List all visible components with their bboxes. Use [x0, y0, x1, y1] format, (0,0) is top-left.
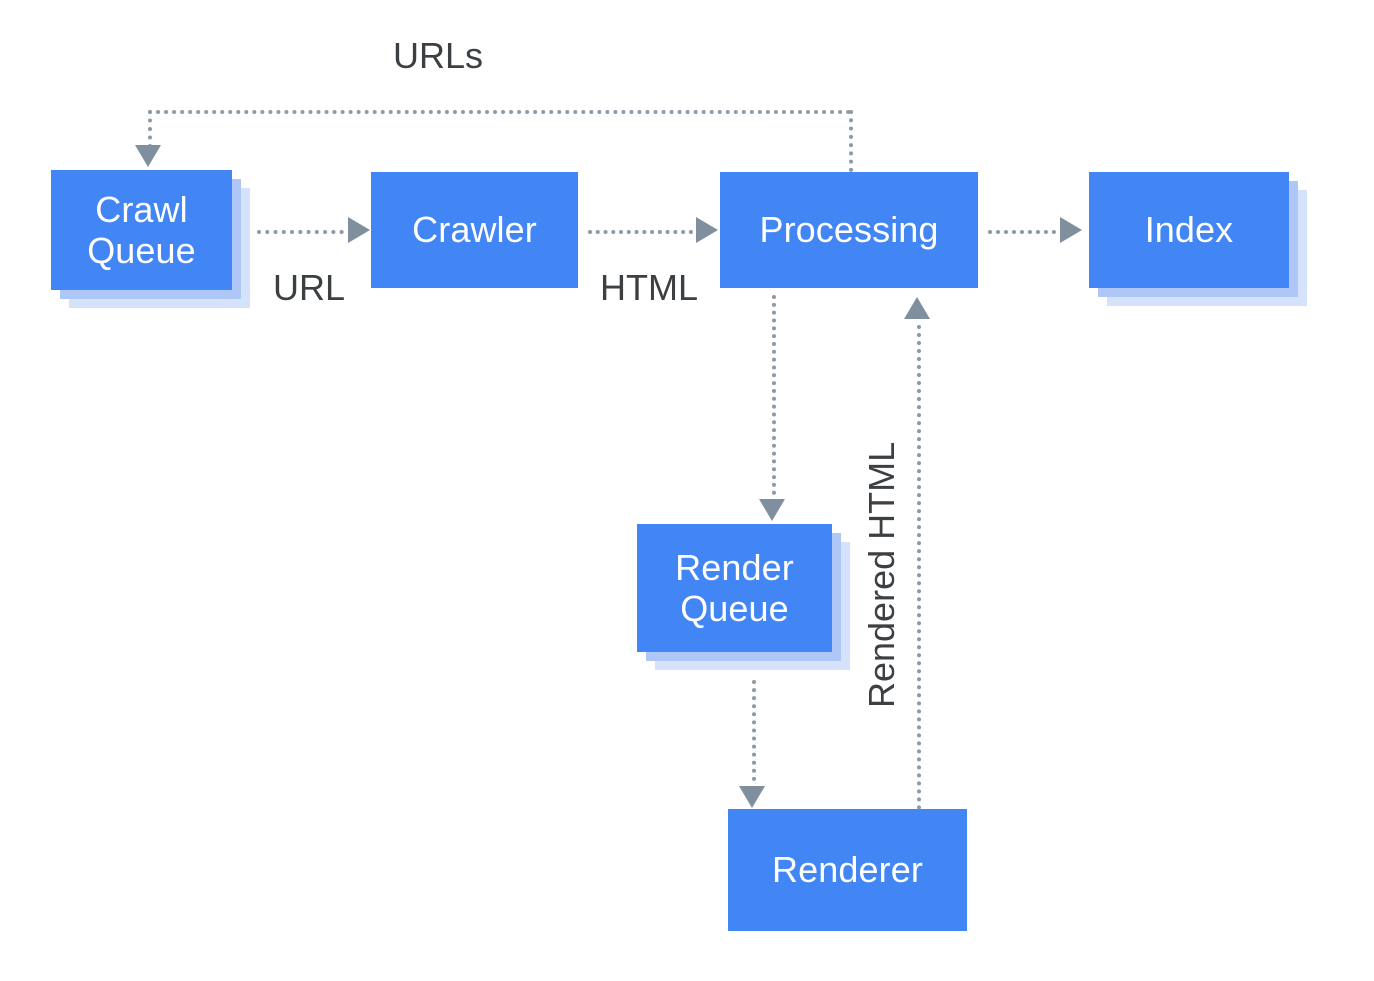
edge-url-arrowhead	[348, 217, 370, 243]
edge-rendered-html-arrowhead	[904, 297, 930, 319]
edge-html-arrowhead	[696, 217, 718, 243]
edge-render-queue-renderer-arrowhead	[739, 786, 765, 808]
node-renderer-face: Renderer	[728, 809, 967, 931]
edge-processing-index-line	[988, 230, 1056, 234]
edge-urls-horizontal-segment	[148, 110, 851, 114]
node-renderer[interactable]: Renderer	[728, 809, 967, 931]
edge-label-rendered-html: Rendered HTML	[861, 441, 902, 708]
edge-processing-index-arrowhead	[1060, 217, 1082, 243]
edge-url-line	[257, 230, 352, 234]
node-processing[interactable]: Processing	[720, 172, 978, 288]
edge-html-line	[588, 230, 693, 234]
node-processing-face: Processing	[720, 172, 978, 288]
node-index[interactable]: Index	[1089, 172, 1307, 306]
node-render-queue-label: Render Queue	[675, 546, 794, 629]
node-crawler[interactable]: Crawler	[371, 172, 578, 288]
node-index-face: Index	[1089, 172, 1289, 288]
edge-label-urls: URLs	[393, 35, 484, 76]
node-render-queue[interactable]: Render Queue	[637, 524, 850, 670]
node-crawler-face: Crawler	[371, 172, 578, 288]
edge-label-url: URL	[273, 267, 346, 308]
node-crawl-queue-label: Crawl Queue	[87, 188, 196, 271]
edge-processing-render-queue-line	[772, 295, 776, 495]
node-crawl-queue-face: Crawl Queue	[51, 170, 232, 290]
node-processing-label: Processing	[759, 209, 939, 251]
edge-rendered-html-line	[917, 325, 921, 810]
edge-urls-descender-segment	[148, 110, 152, 148]
node-index-label: Index	[1144, 209, 1234, 251]
edge-label-html: HTML	[600, 267, 698, 308]
edge-urls-arrowhead	[135, 145, 161, 167]
edge-urls-riser-segment	[849, 110, 853, 172]
edge-processing-render-queue-arrowhead	[759, 499, 785, 521]
node-crawler-label: Crawler	[412, 209, 537, 251]
node-renderer-label: Renderer	[772, 849, 923, 891]
edge-render-queue-renderer-line	[752, 680, 756, 781]
node-crawl-queue[interactable]: Crawl Queue	[51, 170, 250, 308]
node-render-queue-face: Render Queue	[637, 524, 832, 652]
